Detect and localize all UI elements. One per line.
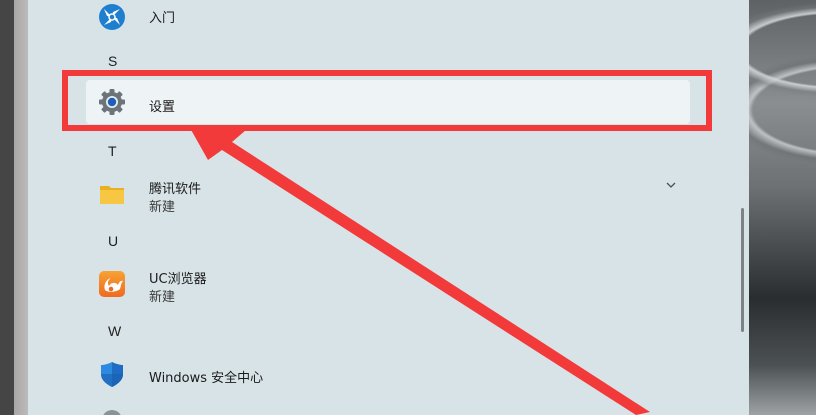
app-item-get-started[interactable]: 入门 [86,0,690,38]
desktop-background-left [0,0,14,415]
scrollbar-thumb[interactable] [741,208,744,332]
app-name: 设置 [149,100,176,115]
folder-icon [100,186,124,204]
settings-gear-icon [99,89,125,115]
uc-browser-icon [99,271,125,297]
annotation-highlight-box [62,70,712,131]
app-name: 腾讯软件 [149,182,202,197]
get-started-icon [99,4,125,30]
section-letter-s[interactable]: S [108,53,118,69]
windows-security-shield-icon [101,362,123,387]
app-subtitle: 新建 [149,200,176,215]
app-item-uc-browser[interactable]: UC浏览器 新建 [86,262,690,306]
app-name: UC浏览器 [149,272,207,287]
app-item-windows-security[interactable]: Windows 安全中心 [86,352,690,396]
desktop-wallpaper [749,0,816,415]
section-letter-t[interactable]: T [108,143,117,159]
app-folder-tencent-software[interactable]: 腾讯软件 新建 [86,172,690,216]
window-edge [14,0,28,415]
section-letter-u[interactable]: U [108,233,119,249]
chevron-down-icon[interactable] [664,178,678,192]
app-name: 入门 [149,11,176,26]
windows-tools-icon [103,410,121,415]
app-subtitle: 新建 [149,290,176,305]
app-item-windows-tools[interactable] [86,400,690,415]
app-item-settings[interactable]: 设置 [86,80,690,124]
app-name: Windows 安全中心 [149,371,264,386]
section-letter-w[interactable]: W [108,323,122,339]
